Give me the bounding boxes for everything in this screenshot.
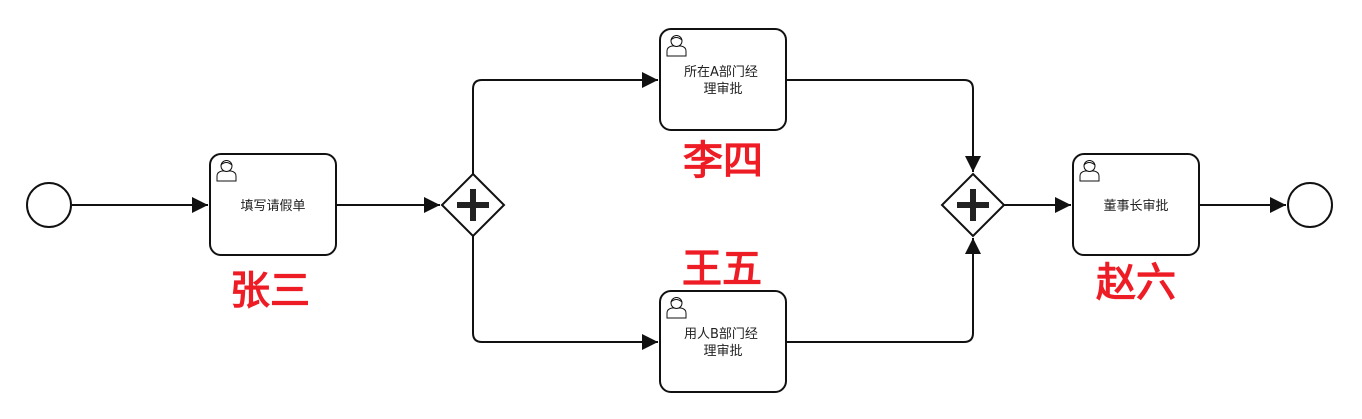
flow-dept-a-to-join[interactable] — [786, 79, 981, 172]
user-task-icon — [666, 35, 687, 57]
assignee-label-zhaoliu: 赵六 — [1096, 260, 1176, 306]
task-label: 填写请假单 — [240, 199, 305, 214]
task-label: 用人B部门经 理审批 — [684, 327, 762, 359]
task-fill-leave-form[interactable]: 填写请假单 — [209, 153, 337, 256]
task-dept-a-manager-approval[interactable]: 所在A部门经 理审批 — [659, 28, 787, 131]
task-chairman-approval[interactable]: 董事长审批 — [1072, 153, 1200, 256]
flow-split-to-dept-b[interactable] — [472, 236, 658, 350]
flow-dept-b-to-join[interactable] — [786, 238, 981, 343]
user-task-icon — [216, 160, 237, 182]
task-label: 所在A部门经 理审批 — [684, 65, 762, 97]
plus-icon — [457, 189, 489, 221]
task-dept-b-manager-approval[interactable]: 用人B部门经 理审批 — [659, 290, 787, 393]
assignee-label-wangwu: 王五 — [682, 246, 762, 292]
sequence-flows — [72, 72, 1286, 350]
parallel-gateway-join[interactable] — [940, 172, 1006, 238]
plus-icon — [957, 189, 989, 221]
end-event[interactable] — [1287, 182, 1333, 228]
user-task-icon — [666, 297, 687, 319]
task-label: 董事长审批 — [1103, 199, 1168, 214]
parallel-gateway-split[interactable] — [440, 172, 506, 238]
assignee-label-zhangsan: 张三 — [230, 268, 310, 314]
assignee-label-lisi: 李四 — [683, 138, 763, 184]
flow-split-to-dept-a[interactable] — [472, 72, 658, 174]
user-task-icon — [1079, 160, 1100, 182]
start-event[interactable] — [26, 182, 72, 228]
